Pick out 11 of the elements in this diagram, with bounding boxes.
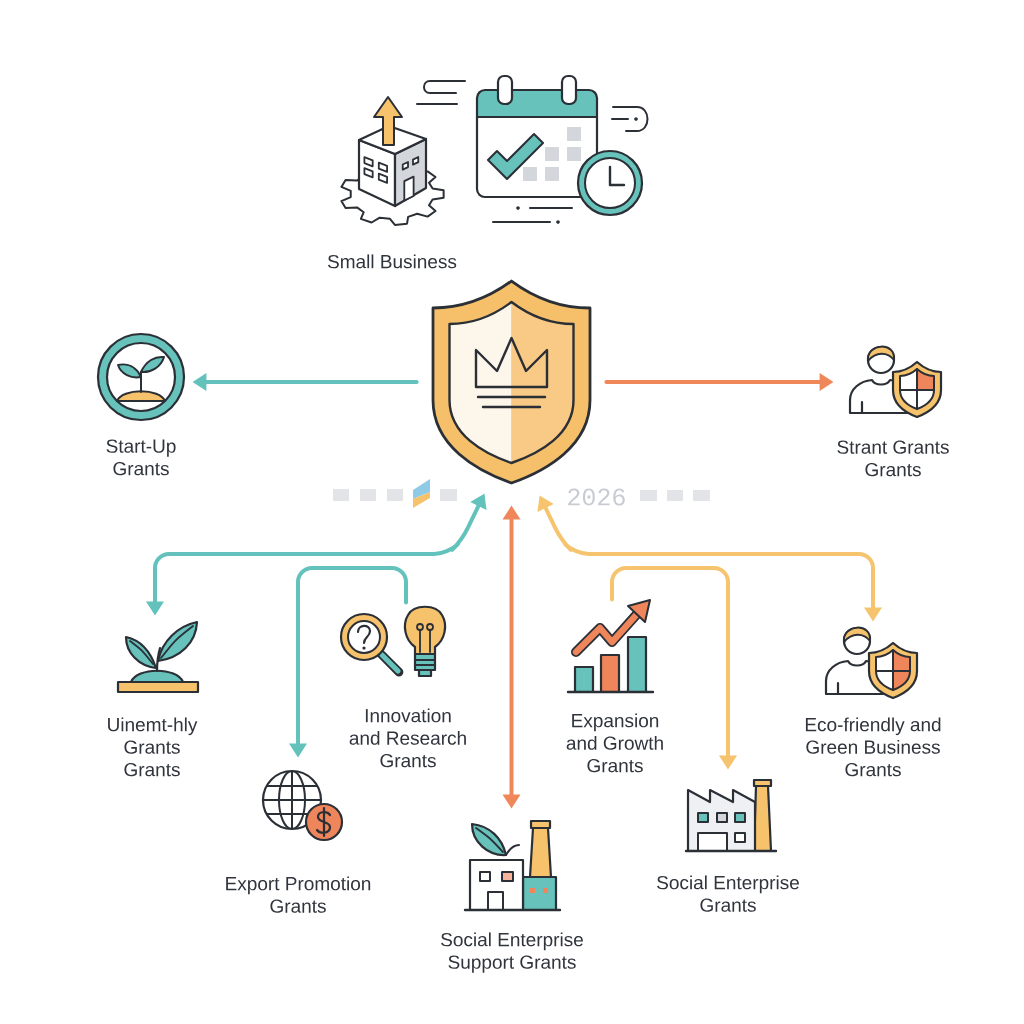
- node-label: Uinemt-hly Grants Grants: [108, 717, 198, 777]
- node-label: Start-Up Grants: [106, 439, 176, 476]
- node-label: Expansion and Growth Grants: [566, 713, 663, 773]
- node-label: Innovation and Research Grants: [349, 708, 466, 768]
- node-label: Strant Grants Grants: [837, 440, 949, 477]
- node-label: Small Business: [327, 254, 457, 269]
- node-label: Eco-friendly and Green Business Grants: [805, 717, 941, 777]
- crown-shield-icon: [431, 279, 592, 485]
- node-label: Export Promotion Grants: [226, 876, 371, 913]
- node-label: Social Enterprise Support Grants: [441, 932, 583, 973]
- node-label: Social Enterprise Grants: [657, 875, 799, 912]
